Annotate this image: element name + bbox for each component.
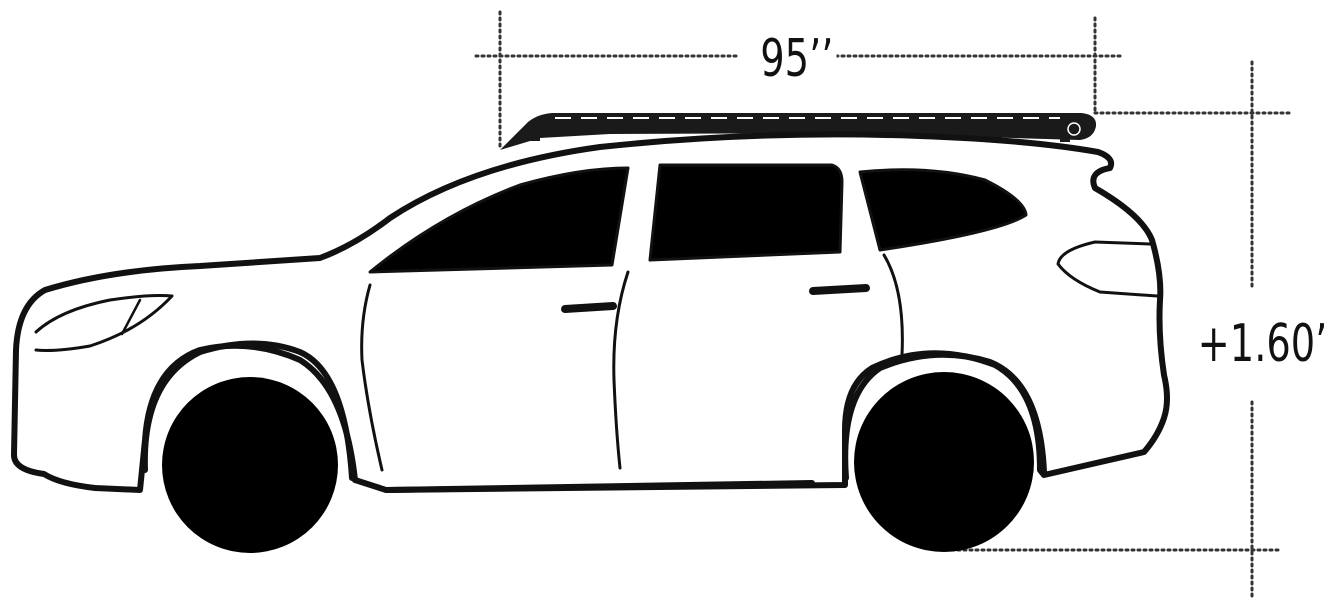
rack-length-label: 95’’ (757, 33, 837, 85)
headlight-inner-line (120, 298, 142, 336)
door-split-line (612, 270, 630, 470)
vehicle (11, 131, 1170, 493)
roof-rack-foot-rear (1060, 134, 1070, 142)
wheels (162, 372, 1034, 553)
tail-light (1056, 240, 1159, 298)
roof-rack-body (500, 113, 1097, 150)
dimension-lines (474, 10, 1292, 598)
rear-wheel-arch (842, 351, 1047, 481)
headlight (34, 294, 174, 352)
front-window (368, 166, 630, 274)
roof-rack-foot-front (530, 133, 540, 141)
front-door-handle (561, 302, 617, 313)
front-wheel-arch (141, 340, 355, 481)
rear-door-handle (809, 284, 870, 295)
roof-rack-logo (1067, 122, 1081, 136)
rocker-panel (384, 480, 815, 493)
rear-door-line (882, 253, 904, 357)
middle-window (648, 163, 844, 262)
rear-wheel (854, 372, 1034, 552)
front-door-line (360, 283, 384, 472)
rear-window (858, 168, 1028, 252)
height-added-label: +1.60’’ (1196, 318, 1329, 370)
front-wheel (162, 377, 338, 553)
